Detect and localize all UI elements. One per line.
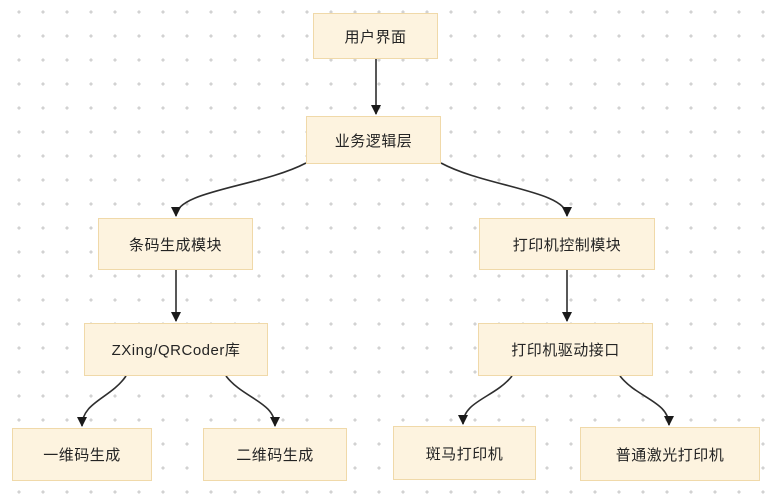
node-printer-driver-interface: 打印机驱动接口: [478, 323, 653, 376]
node-business-logic-layer: 业务逻辑层: [306, 116, 441, 164]
node-printer-control-module: 打印机控制模块: [479, 218, 655, 270]
node-label: 一维码生成: [43, 447, 121, 464]
node-zxing-qrcoder-library: ZXing/QRCoder库: [84, 323, 268, 376]
edge-business-logic-layer-to-barcode-generation-module: [171, 162, 307, 217]
node-label: 二维码生成: [236, 447, 314, 464]
edge-zxing-qrcoder-library-to-two-d-code-generation: [225, 375, 280, 427]
node-two-d-code-generation: 二维码生成: [203, 428, 347, 481]
node-one-d-code-generation: 一维码生成: [12, 428, 152, 481]
node-label: 用户界面: [344, 28, 407, 46]
node-barcode-generation-module: 条码生成模块: [98, 218, 253, 270]
edge-printer-driver-interface-to-laser-printer: [619, 375, 674, 426]
edge-business-logic-layer-to-printer-control-module: [440, 162, 572, 217]
node-user-interface: 用户界面: [313, 13, 438, 59]
node-label: 打印机控制模块: [512, 236, 622, 254]
node-label: 打印机驱动接口: [511, 342, 620, 359]
node-zebra-printer: 斑马打印机: [393, 426, 536, 480]
node-label: ZXing/QRCoder库: [111, 342, 241, 359]
node-label: 斑马打印机: [425, 445, 504, 463]
edge-printer-driver-interface-to-zebra-printer: [458, 375, 513, 425]
node-label: 业务逻辑层: [334, 132, 413, 150]
edge-zxing-qrcoder-library-to-one-d-code-generation: [77, 375, 127, 427]
node-label: 条码生成模块: [128, 236, 222, 254]
node-label: 普通激光打印机: [615, 446, 725, 464]
node-laser-printer: 普通激光打印机: [580, 427, 760, 481]
